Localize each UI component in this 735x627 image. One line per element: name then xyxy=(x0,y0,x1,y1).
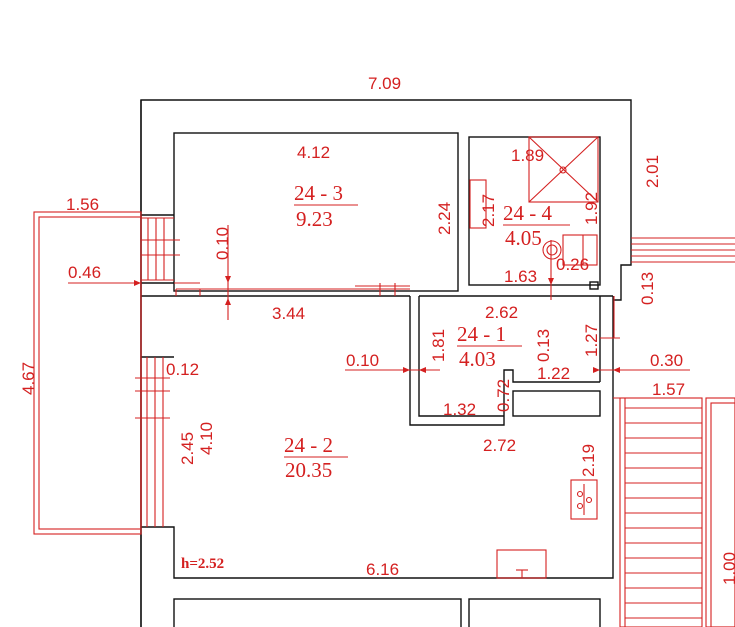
dim-right-201: 2.01 xyxy=(643,155,662,188)
room-24-3-outline xyxy=(173,132,459,292)
dim-window-245: 2.45 xyxy=(178,432,197,465)
dim-room1-010: 0.10 xyxy=(346,351,379,370)
room-24-1-id: 24 - 1 xyxy=(457,322,506,346)
shower-tray xyxy=(528,136,599,203)
balcony xyxy=(33,211,142,535)
room-24-3-area: 9.23 xyxy=(296,207,333,231)
closet xyxy=(512,390,601,417)
dim-balcony-length: 4.67 xyxy=(19,362,38,395)
room-24-1-area: 4.03 xyxy=(459,347,496,371)
dim-wall-010: 0.10 xyxy=(213,227,232,260)
room-24-4-id: 24 - 4 xyxy=(503,201,552,225)
vertical-dimension-labels: 0.10 2.24 4.67 2.45 4.10 2.19 2.17 1.92 … xyxy=(19,155,735,585)
room-labels: 24 - 3 9.23 24 - 4 4.05 24 - 1 4.03 24 -… xyxy=(181,181,570,572)
dim-room4-192: 1.92 xyxy=(582,192,601,225)
dim-room2-272: 2.72 xyxy=(483,436,516,455)
dim-room2-width: 6.16 xyxy=(366,560,399,579)
dim-room1-181: 1.81 xyxy=(429,329,448,362)
dim-room1-122: 1.22 xyxy=(537,364,570,383)
dim-right-013: 0.13 xyxy=(638,272,657,305)
dimension-labels: 7.09 4.12 3.44 1.56 0.46 0.12 6.16 2.72 … xyxy=(66,74,685,579)
sink xyxy=(469,179,487,229)
window-upper-left xyxy=(141,217,180,281)
ceiling-height-label: h=2.52 xyxy=(181,556,224,572)
dim-room1-030: 0.30 xyxy=(650,351,683,370)
dim-room2-depth: 4.10 xyxy=(197,422,216,455)
dim-room1-127: 1.27 xyxy=(582,324,601,357)
room-24-2-area: 20.35 xyxy=(285,458,332,482)
dim-room4-163: 1.63 xyxy=(504,267,537,286)
dim-balcony-046: 0.46 xyxy=(68,263,101,282)
dim-wall-012: 0.12 xyxy=(166,360,199,379)
dim-corridor: 3.44 xyxy=(272,304,305,323)
dim-room3-width: 4.12 xyxy=(297,143,330,162)
dim-room3-height: 2.24 xyxy=(435,202,454,235)
boiler xyxy=(570,479,598,520)
dim-edge-partial: 1.00 xyxy=(720,552,735,585)
dim-total-width: 7.09 xyxy=(368,74,401,93)
room-24-1-outline xyxy=(409,296,600,426)
dim-room1-013: 0.13 xyxy=(534,329,553,362)
dim-room4-026: 0.26 xyxy=(556,255,589,274)
dim-room1-072: 0.72 xyxy=(494,379,513,412)
dim-room4-189: 1.89 xyxy=(511,146,544,165)
dim-room1-132: 1.32 xyxy=(443,400,476,419)
annotations xyxy=(33,136,735,627)
window-lower-left xyxy=(135,357,170,527)
lower-room-left xyxy=(173,598,462,627)
dim-balcony-width: 1.56 xyxy=(66,195,99,214)
staircase xyxy=(613,397,735,627)
dim-stair-157: 1.57 xyxy=(652,380,685,399)
room-24-2-id: 24 - 2 xyxy=(284,433,333,457)
dim-room2-219: 2.19 xyxy=(579,444,598,477)
room-24-3-id: 24 - 3 xyxy=(294,181,343,205)
dim-room1-262: 2.62 xyxy=(485,303,518,322)
room-24-4-area: 4.05 xyxy=(505,226,542,250)
dim-room4-217: 2.17 xyxy=(479,194,498,227)
toilet xyxy=(542,240,562,260)
lower-room-right xyxy=(468,598,601,627)
